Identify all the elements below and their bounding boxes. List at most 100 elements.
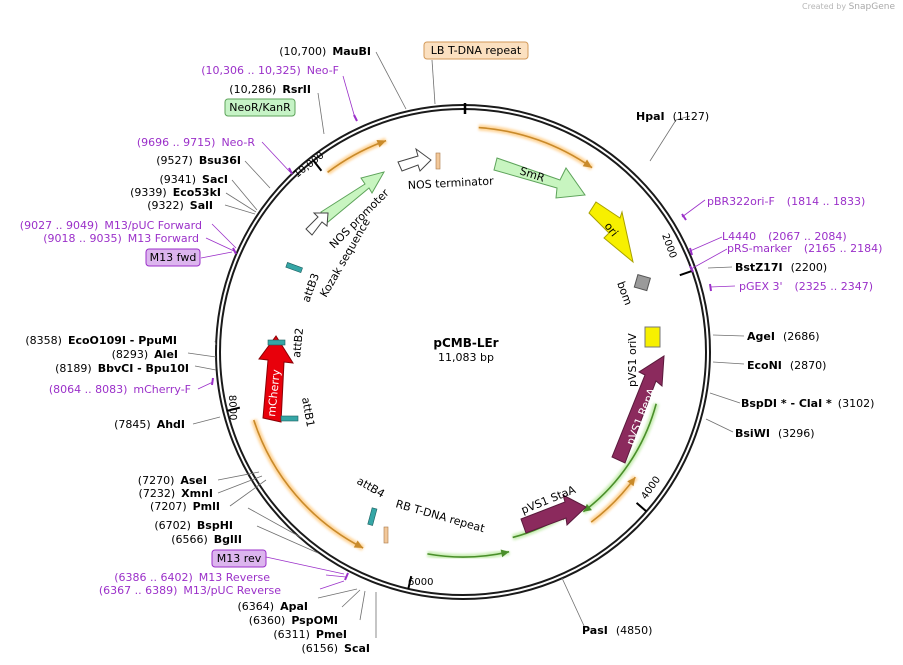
tick-label: 10,000	[292, 150, 326, 180]
site-bsiwi[interactable]: BsiWI(3296)	[735, 427, 815, 440]
pvs1-repa-feature[interactable]	[611, 355, 665, 464]
mcherry-feature[interactable]	[258, 335, 294, 423]
m13-rev-text: M13 rev	[217, 552, 262, 565]
orf-arc-3-glow	[250, 419, 365, 551]
svg-text:BstZ17I(2200): BstZ17I(2200)	[735, 261, 827, 274]
snapgene-credit: Created by SnapGene	[802, 2, 895, 12]
tick-label: 2000	[659, 232, 678, 260]
svg-text:(10,306 .. 10,325)Neo-F: (10,306 .. 10,325)Neo-F	[201, 64, 339, 77]
attb2-label: attB2	[290, 327, 306, 358]
attb4-mark	[367, 507, 378, 526]
svg-text:(9527)Bsu36I: (9527)Bsu36I	[156, 154, 241, 167]
svg-text:L4440(2067 .. 2084): L4440(2067 .. 2084)	[722, 230, 847, 243]
primer-pbr322ori-f[interactable]: pBR322ori-F(1814 .. 1833)	[707, 195, 865, 208]
site-apai[interactable]: (6364)ApaI	[238, 600, 308, 613]
smr-feature[interactable]	[493, 157, 586, 199]
orf-arc-3[interactable]	[253, 419, 364, 549]
site-rsrii[interactable]: (10,286)RsrII	[229, 83, 311, 96]
primer-mcherry-f[interactable]: (8064 .. 8083)mCherry-F	[49, 383, 191, 396]
attb3-mark	[285, 262, 303, 274]
neor-feature[interactable]	[320, 171, 386, 223]
tick-mark	[407, 575, 413, 589]
primer-l4440[interactable]: L4440(2067 .. 2084)	[722, 230, 847, 243]
orf-arc-2-head	[627, 477, 636, 487]
site-bsphi[interactable]: (6702)BspHI	[154, 519, 233, 532]
site-sali[interactable]: (9322)SalI	[147, 199, 213, 212]
rb-repeat-mark	[383, 526, 389, 544]
site-pmei[interactable]: (6311)PmeI	[273, 628, 347, 641]
bom-feature[interactable]	[633, 273, 652, 292]
site-agei[interactable]: AgeI(2686)	[747, 330, 820, 343]
svg-text:(9018 .. 9035)M13 Forward: (9018 .. 9035)M13 Forward	[43, 232, 199, 245]
primer-m13-reverse[interactable]: (6386 .. 6402)M13 Reverse	[114, 571, 270, 584]
nos-terminator-feature[interactable]	[397, 147, 432, 172]
primer-prs-marker[interactable]: pRS-marker(2165 .. 2184)	[727, 242, 882, 255]
pvs1-oriv-label: pVS1 oriV	[626, 333, 639, 387]
pvs1-staa-feature[interactable]	[520, 494, 587, 534]
site-pmli[interactable]: (7207)PmlI	[150, 500, 220, 513]
svg-text:BsiWI(3296): BsiWI(3296)	[735, 427, 815, 440]
primer-m13-puc-forward[interactable]: (9027 .. 9049)M13/pUC Forward	[20, 219, 202, 232]
site-ahdi[interactable]: (7845)AhdI	[114, 418, 185, 431]
site-bsu36i[interactable]: (9527)Bsu36I	[156, 154, 241, 167]
site-bspdi-clai[interactable]: BspDI * - ClaI *(3102)	[741, 397, 874, 410]
pvs1-oriv-feature[interactable]	[644, 326, 661, 348]
primer-m13-puc-reverse[interactable]: (6367 .. 6389)M13/pUC Reverse	[99, 584, 281, 597]
lb-repeat-box[interactable]: LB T-DNA repeat	[423, 41, 529, 60]
site-saci[interactable]: (9341)SacI	[159, 173, 228, 186]
site-hpai[interactable]: HpaI(1127)	[636, 110, 709, 123]
primer-pgex-3[interactable]: pGEX 3'(2325 .. 2347)	[739, 280, 873, 293]
svg-text:(9027 .. 9049)M13/pUC Forward: (9027 .. 9049)M13/pUC Forward	[20, 219, 202, 232]
site-maubi[interactable]: (10,700)MauBI	[279, 45, 371, 58]
orf-arc-5-head	[583, 503, 592, 512]
site-bbvci-bpu10i[interactable]: (8189)BbvCI - Bpu10I	[55, 362, 189, 375]
primer-neo-r[interactable]: (9696 .. 9715)Neo-R	[137, 136, 255, 149]
m13-rev-box[interactable]: M13 rev	[211, 549, 267, 568]
orf-arc-3-head	[353, 540, 364, 549]
site-scai[interactable]: (6156)ScaI	[301, 642, 370, 655]
orf-arc-4-head	[376, 139, 387, 148]
orf-arc-1[interactable]	[478, 126, 593, 169]
tick-mark	[226, 406, 241, 412]
bom-label: bom	[614, 280, 635, 307]
primer-neo-f[interactable]: (10,306 .. 10,325)Neo-F	[201, 64, 339, 77]
site-bstz17i[interactable]: BstZ17I(2200)	[735, 261, 827, 274]
svg-text:pBR322ori-F(1814 .. 1833): pBR322ori-F(1814 .. 1833)	[707, 195, 865, 208]
neor-box[interactable]: NeoR/KanR	[224, 98, 296, 117]
tick-mark	[635, 502, 648, 513]
svg-text:(7232)XmnI: (7232)XmnI	[139, 487, 213, 500]
m13-fwd-box[interactable]: M13 fwd	[145, 248, 201, 267]
lb-repeat-text: LB T-DNA repeat	[431, 44, 522, 57]
site-eco0109i-ppumi[interactable]: (8358)EcoO109I - PpuMI	[25, 334, 177, 347]
svg-text:(6360)PspOMI: (6360)PspOMI	[249, 614, 338, 627]
site-eco53ki[interactable]: (9339)Eco53kI	[130, 186, 221, 199]
svg-text:(7270)AseI: (7270)AseI	[138, 474, 207, 487]
svg-text:(8293)AleI: (8293)AleI	[112, 348, 178, 361]
attb1-label: attB1	[299, 396, 317, 428]
site-asei[interactable]: (7270)AseI	[138, 474, 207, 487]
svg-text:(10,286)RsrII: (10,286)RsrII	[229, 83, 311, 96]
site-xmni[interactable]: (7232)XmnI	[139, 487, 213, 500]
svg-text:(9341)SacI: (9341)SacI	[159, 173, 228, 186]
svg-text:pRS-marker(2165 .. 2184): pRS-marker(2165 .. 2184)	[727, 242, 882, 255]
orf-arc-7-head	[500, 549, 510, 558]
site-bglii[interactable]: (6566)BglII	[171, 533, 242, 546]
ori-feature[interactable]	[588, 201, 634, 264]
plasmid-name: pCMB-LEr	[433, 336, 498, 350]
svg-text:(6156)ScaI: (6156)ScaI	[301, 642, 370, 655]
svg-text:(9696 .. 9715)Neo-R: (9696 .. 9715)Neo-R	[137, 136, 255, 149]
lb-repeat-mark	[435, 152, 441, 170]
svg-text:(10,700)MauBI: (10,700)MauBI	[279, 45, 371, 58]
orf-arc-5[interactable]	[582, 403, 657, 513]
smr-label: SmR	[518, 164, 546, 184]
nos-promoter-feature[interactable]	[305, 212, 329, 236]
primer-m13-forward[interactable]: (9018 .. 9035)M13 Forward	[43, 232, 199, 245]
site-pasi[interactable]: PasI(4850)	[582, 624, 652, 637]
primer-marks	[211, 114, 712, 581]
site-pspomi[interactable]: (6360)PspOMI	[249, 614, 338, 627]
site-alei[interactable]: (8293)AleI	[112, 348, 178, 361]
site-econi[interactable]: EcoNI(2870)	[747, 359, 826, 372]
mcherry-label: mCherry	[265, 368, 283, 417]
svg-text:(6702)BspHI: (6702)BspHI	[154, 519, 233, 532]
site-leads	[187, 51, 745, 638]
